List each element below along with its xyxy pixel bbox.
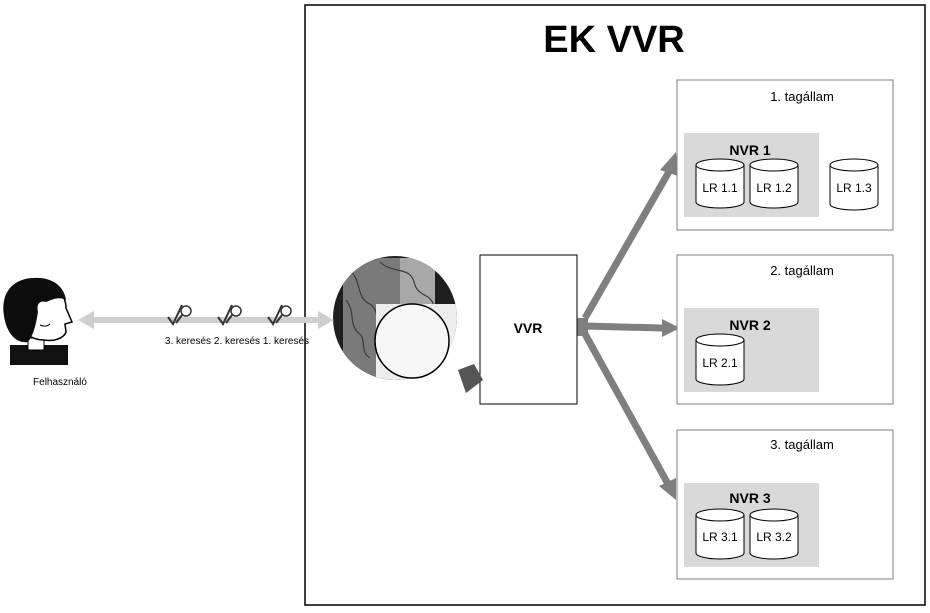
arrowhead-state-1: [660, 152, 678, 176]
lr-3-2-label: LR 3.2: [756, 530, 792, 544]
vvr-label: VVR: [514, 320, 543, 336]
lr-1-1-label: LR 1.1: [702, 181, 738, 195]
nvr-3-label: NVR 3: [729, 490, 770, 506]
database-icon: [695, 508, 745, 560]
arrow-to-state-2: [584, 322, 663, 332]
search-check-icon: [217, 304, 242, 326]
search-request-arrow: [78, 311, 334, 329]
member-state-1: 1. tagállam NVR 1 LR 1.1 LR 1.2 LR 1.3: [676, 79, 894, 231]
lr-2-1-label: LR 2.1: [702, 356, 738, 370]
search-1-label-visible: 1. keresés: [263, 336, 309, 347]
search-check-icon: [167, 304, 192, 326]
lr-1-3-label: LR 1.3: [836, 181, 872, 195]
database-icon: [829, 158, 879, 211]
arrowhead-state-2: [662, 319, 680, 337]
arrowhead-state-3: [659, 478, 676, 500]
database-icon: [695, 333, 745, 386]
user-avatar-icon: [3, 277, 74, 365]
vvr-box: [479, 254, 578, 405]
nvr-2-label: NVR 2: [729, 317, 770, 333]
database-icon: [749, 508, 799, 560]
member-state-3: 3. tagállam NVR 3 LR 3.1 LR 3.2: [676, 429, 894, 580]
arrow-to-state-3: [581, 332, 672, 486]
member-state-1-label: 1. tagállam: [770, 89, 834, 104]
database-icon: [695, 158, 745, 209]
database-icon: [749, 158, 799, 209]
member-state-3-label: 3. tagállam: [770, 437, 834, 452]
search-3-label: 3. keresés: [165, 336, 211, 347]
user-label: Felhasználó: [33, 377, 87, 388]
diagram-title: EK VVR: [543, 19, 684, 61]
search-2-label: 2. keresés: [214, 336, 260, 347]
arrow-to-state-1: [581, 168, 674, 320]
member-state-2: 2. tagállam NVR 2 LR 2.1: [676, 254, 894, 405]
lr-1-2-label: LR 1.2: [756, 181, 792, 195]
nvr-1-label: NVR 1: [729, 142, 770, 158]
member-state-2-label: 2. tagállam: [770, 263, 834, 278]
lr-3-1-label: LR 3.1: [702, 530, 738, 544]
search-check-icon: [267, 304, 292, 326]
globe-icon: [333, 256, 483, 393]
